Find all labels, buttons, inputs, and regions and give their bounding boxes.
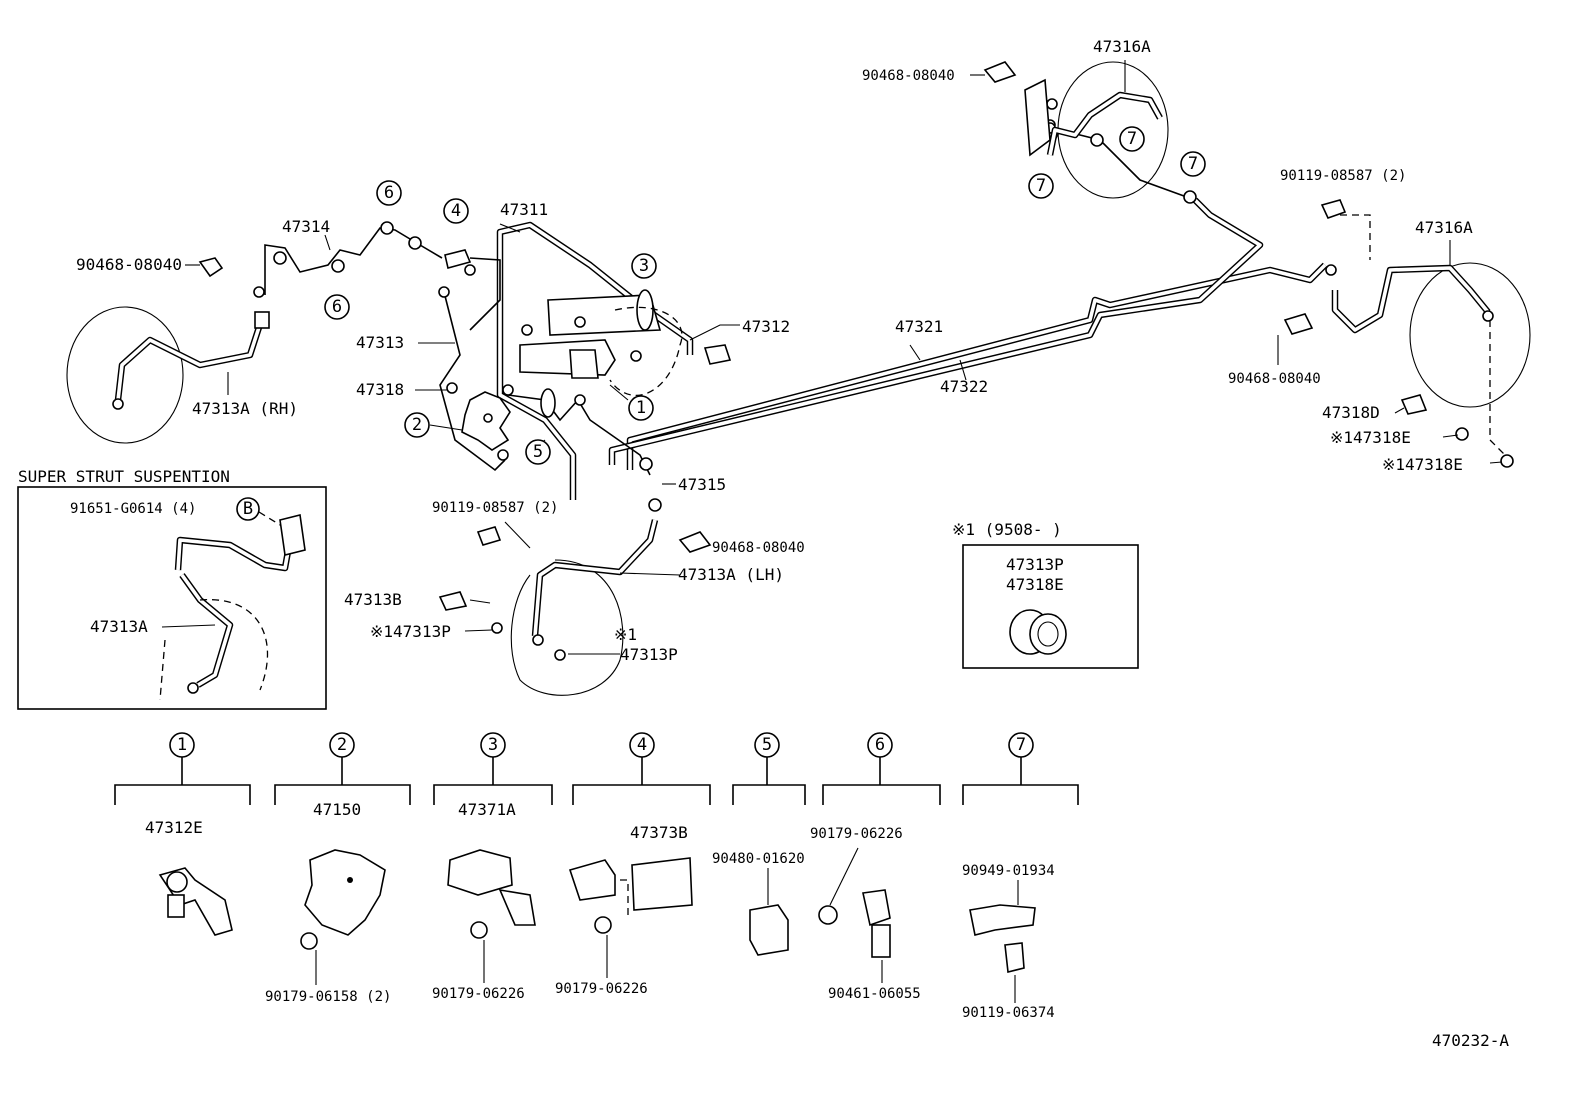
main-brake-pipe-47311	[496, 221, 694, 500]
label-47316a-right: 47316A	[1415, 218, 1473, 237]
callout-6-b: 6	[332, 297, 342, 317]
group-5-part-1: 90480-01620	[712, 851, 805, 867]
main-brake-pipe-47321	[626, 262, 1328, 470]
label-90468-top-left: 90468-08040	[76, 255, 182, 274]
callout-7-c: 7	[1036, 176, 1046, 196]
note-box-part-47313p: 47313P	[1006, 555, 1064, 574]
master-cylinder	[519, 289, 732, 397]
bolts-and-clips	[198, 61, 1514, 634]
rear-right-wheel	[1331, 214, 1531, 456]
note-box-part-47318e: 47318E	[1006, 575, 1064, 594]
proportioning-valve	[461, 391, 511, 451]
note-box: ※1 (9508- ) 47313P 47318E	[952, 520, 1139, 669]
group-2-number: 2	[337, 735, 347, 755]
label-147318e-2: ※147318E	[1382, 455, 1463, 474]
label-47313b: 47313B	[344, 590, 402, 609]
fittings	[253, 98, 1337, 512]
callout-1-main: 1	[636, 398, 646, 418]
super-strut-inset: SUPER STRUT SUSPENTION 91651-G0614 (4) B…	[17, 467, 327, 710]
label-90468-middle: 90468-08040	[712, 540, 805, 556]
group-6: 6 90179-06226 90461-06055	[810, 732, 941, 1002]
group-5: 5 90480-01620	[712, 732, 806, 956]
callout-2-main: 2	[412, 415, 422, 435]
label-47313a-lh: 47313A (LH)	[678, 565, 784, 584]
strut-label-91651: 91651-G0614 (4)	[70, 501, 196, 517]
group-2-part-2: 90179-06158 (2)	[265, 989, 391, 1005]
label-47311: 47311	[500, 200, 548, 219]
callout-5-main: 5	[533, 442, 543, 462]
label-47313: 47313	[356, 333, 404, 352]
label-note1: ※1	[614, 625, 637, 644]
front-right-wheel	[66, 306, 270, 444]
label-47312: 47312	[742, 317, 790, 336]
label-47316a-top: 47316A	[1093, 37, 1151, 56]
label-90468-top: 90468-08040	[862, 68, 955, 84]
label-47318: 47318	[356, 380, 404, 399]
group-7: 7 90949-01934 90119-06374	[962, 732, 1079, 1021]
clip-5	[540, 388, 556, 418]
group-4-part-1: 47373B	[630, 823, 688, 842]
note-box-title: ※1 (9508- )	[952, 520, 1062, 539]
group-3: 3 47371A 90179-06226	[432, 732, 553, 1002]
pipe-clamp-markers	[273, 122, 1197, 273]
group-4-part-2: 90179-06226	[555, 981, 648, 997]
group-4: 4 47373B 90179-06226	[555, 732, 711, 997]
main-callouts: 6 6 4 3 1 2 5 7 7 7	[324, 126, 1206, 465]
front-left-wheel	[510, 519, 681, 696]
strut-callout-b: B	[243, 499, 253, 519]
label-147313p: ※147313P	[370, 622, 451, 641]
group-6-part-2: 90461-06055	[828, 986, 921, 1002]
callout-6-a: 6	[384, 183, 394, 203]
group-1-number: 1	[177, 735, 187, 755]
group-7-part-2: 90119-06374	[962, 1005, 1055, 1021]
strut-label-47313a: 47313A	[90, 617, 148, 636]
main-brake-pipe-47322	[608, 197, 1264, 465]
group-3-number: 3	[488, 735, 498, 755]
label-90468-right: 90468-08040	[1228, 371, 1321, 387]
label-47313a-rh: 47313A (RH)	[192, 399, 298, 418]
strut-title: SUPER STRUT SUSPENTION	[18, 467, 230, 486]
label-47314: 47314	[282, 217, 330, 236]
leader-lines	[185, 74, 1503, 655]
front-pipe-47313	[439, 257, 506, 472]
label-90119-right: 90119-08587 (2)	[1280, 168, 1406, 184]
callout-7-a: 7	[1127, 129, 1137, 149]
group-3-part-2: 90179-06226	[432, 986, 525, 1002]
label-47313p-lower: 47313P	[620, 645, 678, 664]
group-5-number: 5	[762, 735, 772, 755]
label-147318e-1: ※147318E	[1330, 428, 1411, 447]
callout-3-main: 3	[639, 256, 649, 276]
group-4-number: 4	[637, 735, 647, 755]
group-6-number: 6	[875, 735, 885, 755]
front-pipe-47314	[264, 227, 443, 295]
group-7-number: 7	[1016, 735, 1026, 755]
group-6-part-1: 90179-06226	[810, 826, 903, 842]
rear-left-wheel	[1024, 60, 1169, 199]
group-7-part-1: 90949-01934	[962, 863, 1055, 879]
group-2-part-1: 47150	[313, 800, 361, 819]
callout-7-b: 7	[1188, 154, 1198, 174]
label-90119-middle: 90119-08587 (2)	[432, 500, 558, 516]
label-47318d: 47318D	[1322, 403, 1380, 422]
callout-4-main: 4	[451, 201, 461, 221]
leader-47312	[689, 324, 740, 341]
diagram-code: 470232-A	[1432, 1031, 1509, 1050]
group-1-part-1: 47312E	[145, 818, 203, 837]
label-47321: 47321	[895, 317, 943, 336]
group-2: 2 47150 90179-06158 (2)	[265, 732, 411, 1005]
label-47322: 47322	[940, 377, 988, 396]
group-1: 1 47312E	[114, 732, 251, 936]
label-47315: 47315	[678, 475, 726, 494]
group-3-part-1: 47371A	[458, 800, 516, 819]
